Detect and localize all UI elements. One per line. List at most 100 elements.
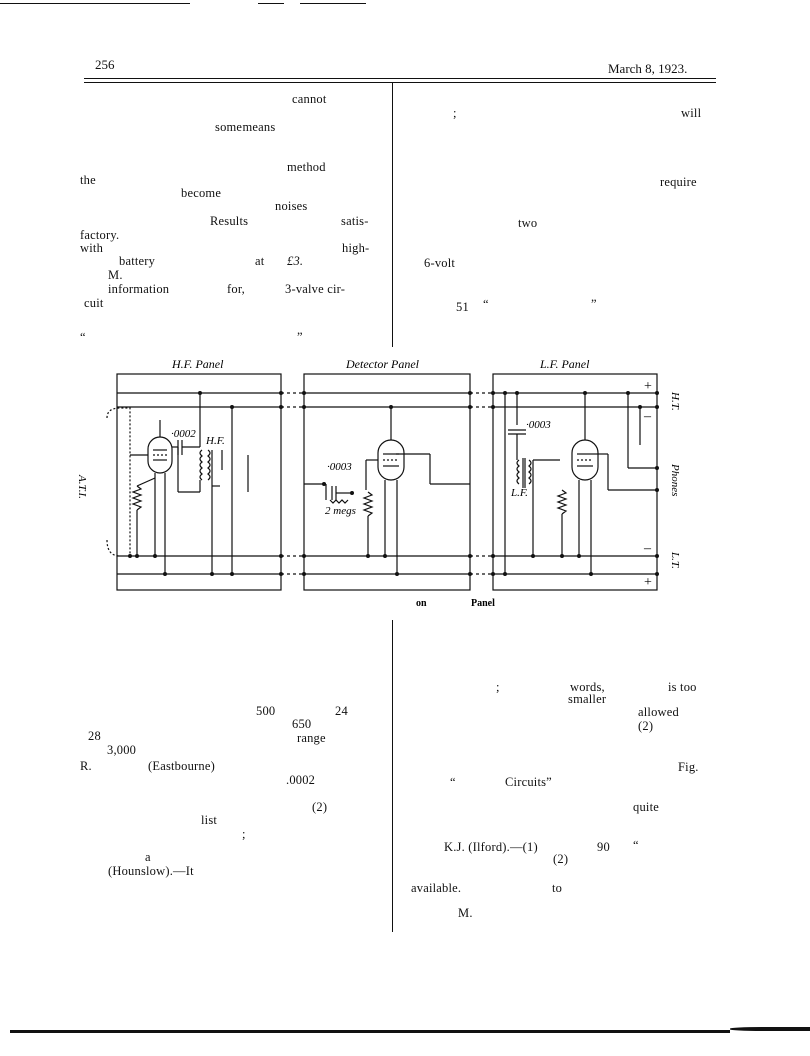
text-fragment: “	[633, 838, 639, 852]
text-fragment: 3-valve cir-	[285, 282, 346, 296]
page-date: March 8, 1923.	[608, 61, 688, 76]
text-fragment: 90	[597, 840, 610, 854]
lf-filament-resistor	[556, 489, 568, 515]
column-divider-top	[392, 82, 393, 347]
detector-filament-resistor	[362, 491, 374, 517]
text-fragment: is too	[668, 680, 697, 694]
lf-panel-frame	[492, 373, 658, 591]
text-fragment: noises	[275, 199, 308, 213]
ht-label: H.T.	[669, 391, 681, 411]
text-fragment: become	[181, 186, 222, 200]
page-number: 256	[95, 57, 115, 72]
text-fragment: (Hounslow).—It	[108, 864, 194, 878]
text-fragment: will	[681, 106, 702, 120]
text-fragment: .0002	[286, 773, 316, 787]
text-fragment: require	[660, 175, 697, 189]
text-fragment: a	[145, 850, 151, 864]
lf-panel-circuit	[504, 393, 657, 574]
column-divider-bottom	[392, 620, 393, 932]
hf-capacitor-label: ·0002	[171, 428, 196, 440]
lt-minus-sign: –	[643, 541, 652, 556]
text-fragment: the	[80, 173, 96, 187]
text-fragment: M.	[108, 268, 123, 282]
text-fragment: M.	[458, 906, 473, 920]
text-fragment: (Eastbourne)	[148, 759, 215, 773]
lt-plus-sign: +	[644, 575, 652, 590]
text-fragment: to	[552, 881, 563, 895]
lf-capacitor-label: ·0003	[526, 419, 551, 431]
header-rule-top	[84, 78, 716, 79]
lt-label: L.T.	[669, 551, 681, 569]
text-fragment: ;	[453, 106, 457, 120]
text-fragment: 650	[292, 717, 312, 731]
text-fragment: list	[201, 813, 218, 827]
text-fragment: method	[287, 160, 326, 174]
ati-label: A.T.I.	[76, 474, 88, 499]
text-fragment: “	[80, 330, 86, 344]
caption-fragment: Panel	[471, 598, 495, 609]
hf-coil	[199, 449, 203, 481]
text-fragment: factory.	[80, 228, 120, 242]
detector-panel-frame	[303, 373, 471, 591]
text-fragment: 28	[88, 729, 101, 743]
top-mark-right	[300, 3, 366, 4]
hf-panel-circuit	[106, 393, 249, 574]
text-fragment: cannot	[292, 92, 327, 106]
ht-plus-sign: +	[644, 379, 652, 394]
text-fragment: satis-	[341, 214, 369, 228]
text-fragment: allowed	[638, 705, 679, 719]
text-fragment: R.	[80, 759, 92, 773]
text-fragment: some means	[215, 120, 276, 134]
bus-bars	[117, 392, 657, 575]
lf-panel-title: L.F. Panel	[539, 357, 590, 371]
text-fragment: ”	[591, 297, 597, 311]
text-fragment: (2)	[638, 719, 654, 733]
text-fragment: battery	[119, 254, 156, 268]
text-fragment: Circuits”	[505, 775, 552, 789]
text-fragment: 3,000	[107, 743, 137, 757]
phones-label: Phones	[669, 463, 681, 496]
text-fragment: 24	[335, 704, 348, 718]
text-fragment: information	[108, 282, 170, 296]
caption-fragment: on	[416, 598, 427, 609]
detector-panel-title: Detector Panel	[345, 357, 420, 371]
text-fragment: ;	[496, 680, 500, 694]
hf-panel-title: H.F. Panel	[171, 357, 224, 371]
text-fragment: for,	[227, 282, 245, 296]
text-fragment: at	[255, 254, 265, 268]
text-fragment: cuit	[84, 296, 104, 310]
text-fragment: 500	[256, 704, 276, 718]
text-fragment: ;	[242, 827, 246, 841]
text-fragment: quite	[633, 800, 659, 814]
text-fragment: two	[518, 216, 538, 230]
grid-leak-label: 2 megs	[325, 505, 356, 517]
text-fragment: Fig.	[678, 760, 699, 774]
text-fragment: K.J. (Ilford).—(1)	[444, 840, 538, 854]
hf-filament-resistor	[131, 485, 143, 511]
text-fragment: range	[297, 731, 326, 745]
text-fragment: smaller	[568, 692, 607, 706]
detector-capacitor-label: ·0003	[327, 461, 352, 473]
top-mark-mid	[258, 3, 284, 4]
lf-transformer-label: L.F.	[510, 487, 528, 499]
detector-panel-circuit	[304, 407, 470, 574]
lf-transformer-primary	[516, 459, 520, 485]
text-fragment: available.	[411, 881, 462, 895]
text-fragment: high-	[342, 241, 370, 255]
top-mark-left	[0, 3, 190, 4]
text-fragment: 6-volt	[424, 256, 456, 270]
text-fragment: 51	[456, 300, 469, 314]
lf-transformer-secondary	[528, 459, 532, 485]
circuit-diagram: H.F. Panel Detector Panel L.F. Panel ·00…	[76, 357, 681, 609]
junction-dots	[128, 391, 659, 576]
bottom-rule-tail	[730, 1027, 810, 1031]
text-fragment: “	[450, 775, 456, 789]
text-fragment: (2)	[553, 852, 569, 866]
hf-coil-label: H.F.	[205, 435, 225, 447]
text-fragment: with	[80, 241, 104, 255]
hf-valve	[147, 436, 173, 474]
text-fragment: Results	[210, 214, 249, 228]
text-fragment: (2)	[312, 800, 328, 814]
hf-panel-frame	[116, 373, 282, 591]
text-fragment: “	[483, 297, 489, 311]
